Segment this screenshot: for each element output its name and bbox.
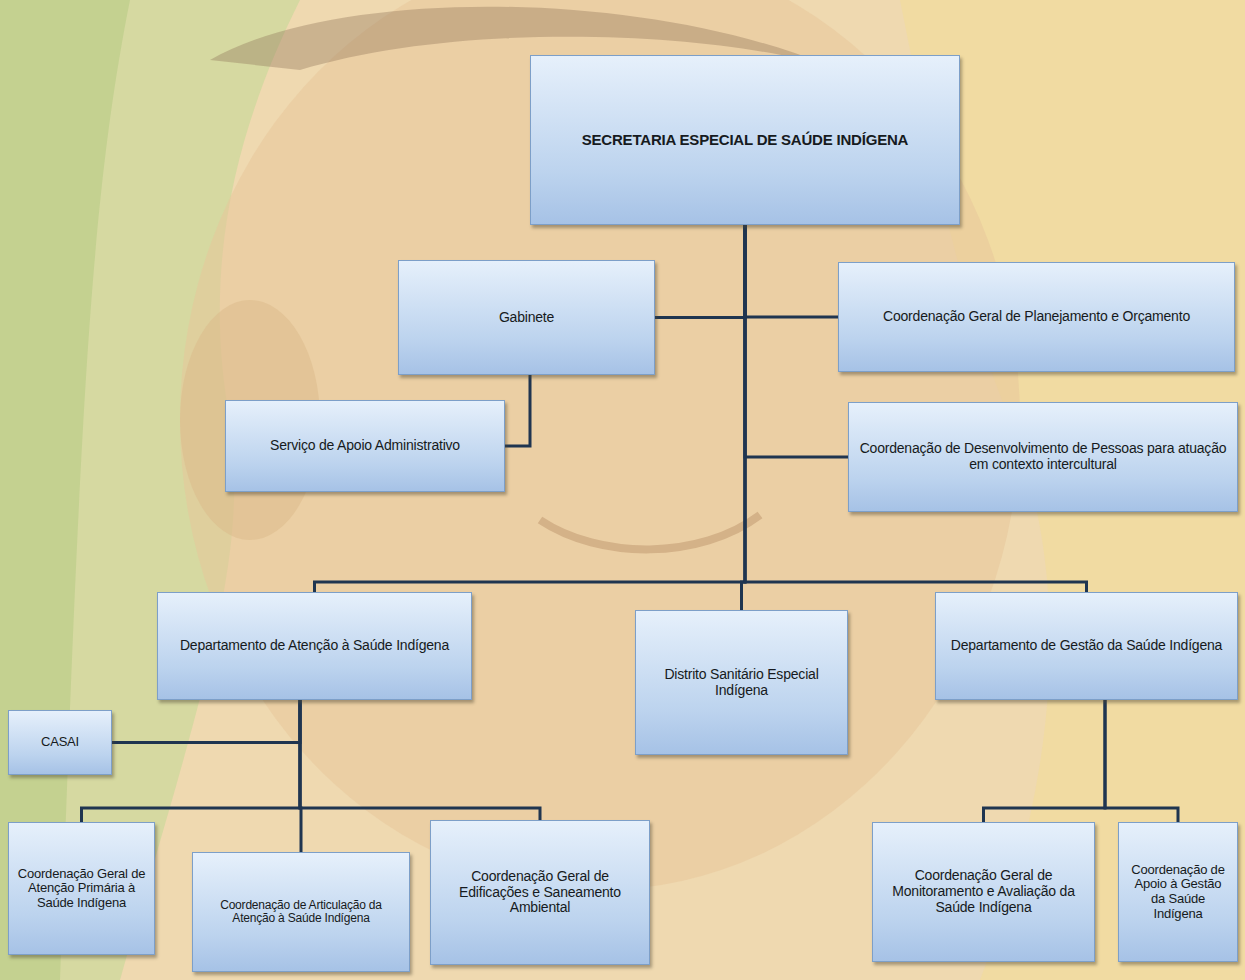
org-connector (1105, 700, 1178, 822)
org-unit-box: SECRETARIA ESPECIAL DE SAÚDE INDÍGENA (530, 55, 960, 225)
org-connector (745, 225, 838, 317)
org-connector (655, 225, 745, 318)
org-connector (112, 700, 300, 743)
unit-name: Coordenação Geral de Edificações e Sanea… (439, 869, 641, 916)
unit-name: Gabinete (499, 310, 554, 326)
org-unit-box: Serviço de Apoio Administrativo (225, 400, 505, 492)
smile-illustration (540, 515, 760, 549)
unit-name: Serviço de Apoio Administrativo (270, 438, 460, 454)
unit-name: Coordenação de Apoio à Gestão da Saúde I… (1127, 863, 1229, 921)
org-unit-box: Coordenação de Apoio à Gestão da Saúde I… (1118, 822, 1238, 962)
org-unit-box: Coordenação Geral de Atenção Primária à … (8, 822, 155, 955)
org-unit-box: Coordenação de Desenvolvimento de Pessoa… (848, 402, 1238, 512)
unit-name: Coordenação Geral de Atenção Primária à … (17, 867, 146, 911)
unit-name: Departamento de Atenção à Saúde Indígena (180, 638, 449, 654)
org-unit-box: Coordenação de Articulação da Atenção à … (192, 852, 410, 972)
org-unit-box: Coordenação Geral de Monitoramento e Ava… (872, 822, 1095, 962)
org-unit-box: Departamento de Atenção à Saúde Indígena (157, 592, 472, 700)
org-unit-box: CASAI (8, 710, 112, 775)
org-connector (300, 700, 540, 820)
unit-name: Coordenação Geral de Planejamento e Orça… (883, 309, 1190, 325)
unit-name: CASAI (41, 735, 79, 750)
org-unit-box: Gabinete (398, 260, 655, 375)
org-unit-box: Distrito Sanitário Especial Indígena (635, 610, 848, 755)
unit-name: Departamento de Gestão da Saúde Indígena (951, 638, 1222, 654)
org-unit-box: Coordenação Geral de Edificações e Sanea… (430, 820, 650, 965)
org-unit-box: Coordenação Geral de Planejamento e Orça… (838, 262, 1235, 372)
org-connector (82, 700, 301, 822)
unit-name: Distrito Sanitário Especial Indígena (644, 667, 839, 698)
unit-name: Coordenação Geral de Monitoramento e Ava… (881, 868, 1086, 915)
unit-name: Coordenação de Desenvolvimento de Pessoa… (857, 441, 1229, 472)
org-connector (745, 225, 848, 457)
organization-title: SECRETARIA ESPECIAL DE SAÚDE INDÍGENA (582, 132, 909, 149)
org-connector (984, 700, 1106, 822)
org-unit-box: Departamento de Gestão da Saúde Indígena (935, 592, 1238, 700)
org-connector (505, 375, 530, 446)
unit-name: Coordenação de Articulação da Atenção à … (201, 899, 401, 926)
